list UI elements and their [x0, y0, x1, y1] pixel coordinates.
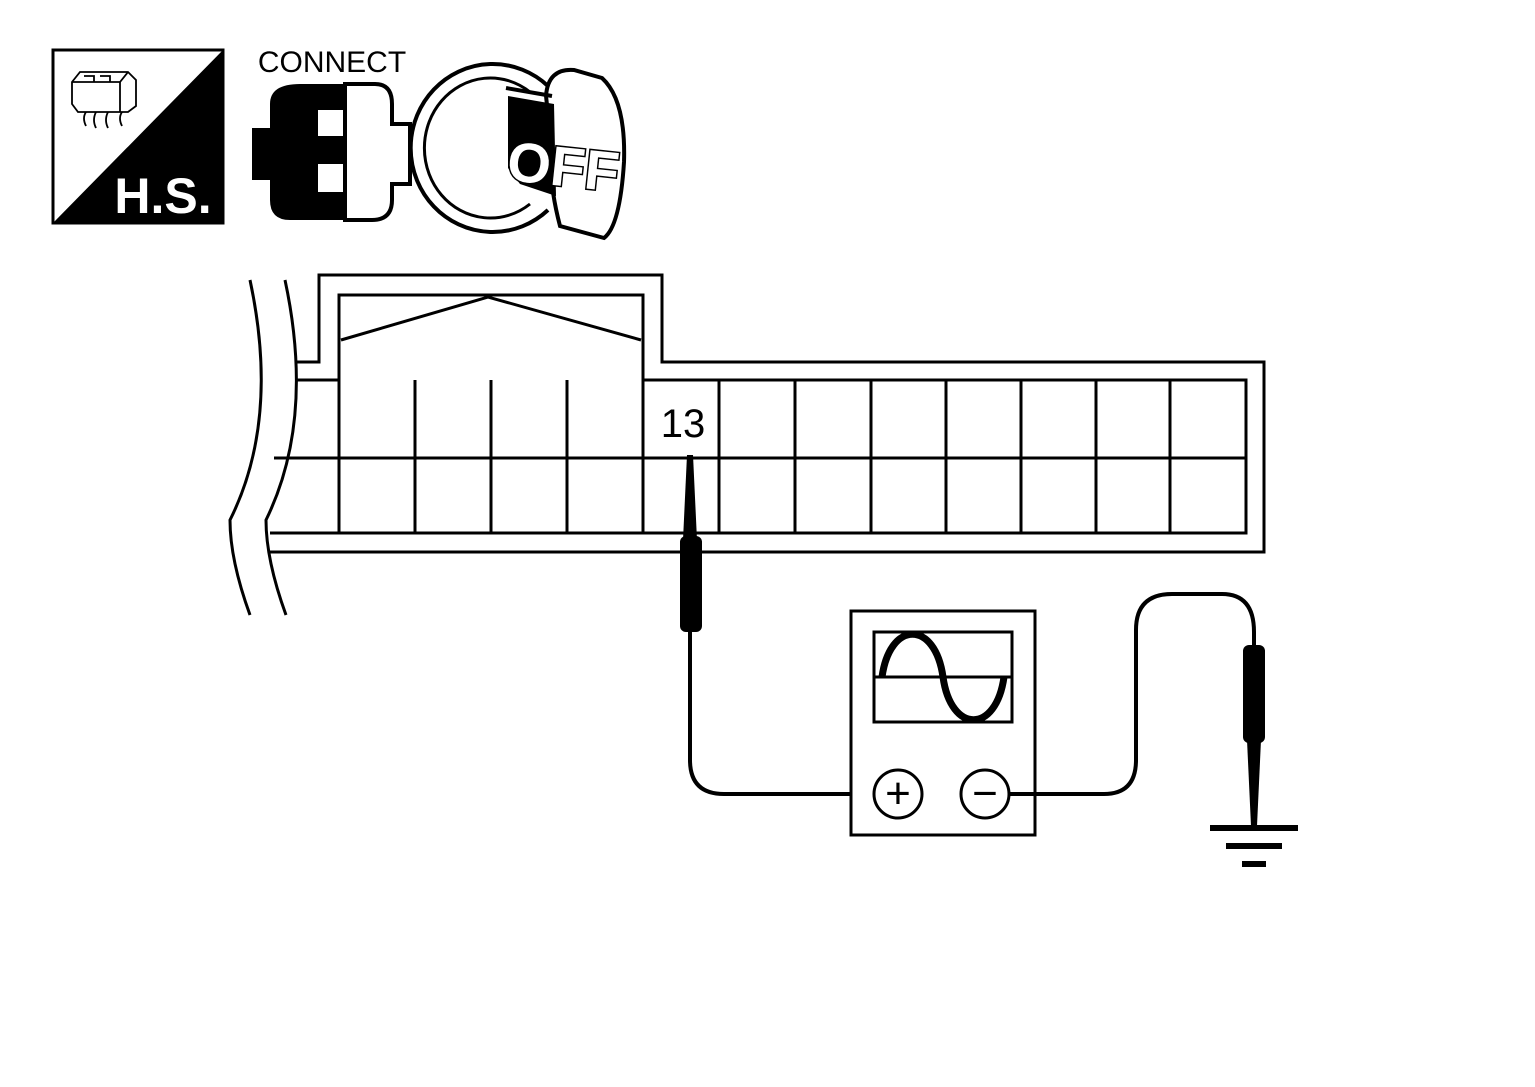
positive-terminal-symbol: +: [885, 769, 911, 818]
terminal-number-label: 13: [661, 402, 706, 446]
connect-label: CONNECT: [258, 46, 406, 79]
connector-sketch-icon: [71, 71, 137, 129]
oscilloscope: + −: [849, 609, 1037, 837]
negative-probe: [1009, 592, 1265, 826]
sine-wave-icon: [878, 631, 1008, 723]
positive-probe: [680, 455, 876, 796]
harness-side-icon: H.S.: [51, 48, 225, 225]
ignition-off-icon: OFF: [408, 62, 627, 241]
harness-connector: 13: [228, 273, 1266, 616]
negative-terminal-symbol: −: [972, 769, 998, 818]
harness-side-label: H.S.: [114, 168, 211, 224]
ignition-off-label: OFF: [504, 129, 622, 203]
connect-icon: CONNECT: [252, 46, 412, 222]
ground-symbol-icon: [1210, 825, 1298, 867]
cavity-dividers: [337, 380, 1172, 533]
